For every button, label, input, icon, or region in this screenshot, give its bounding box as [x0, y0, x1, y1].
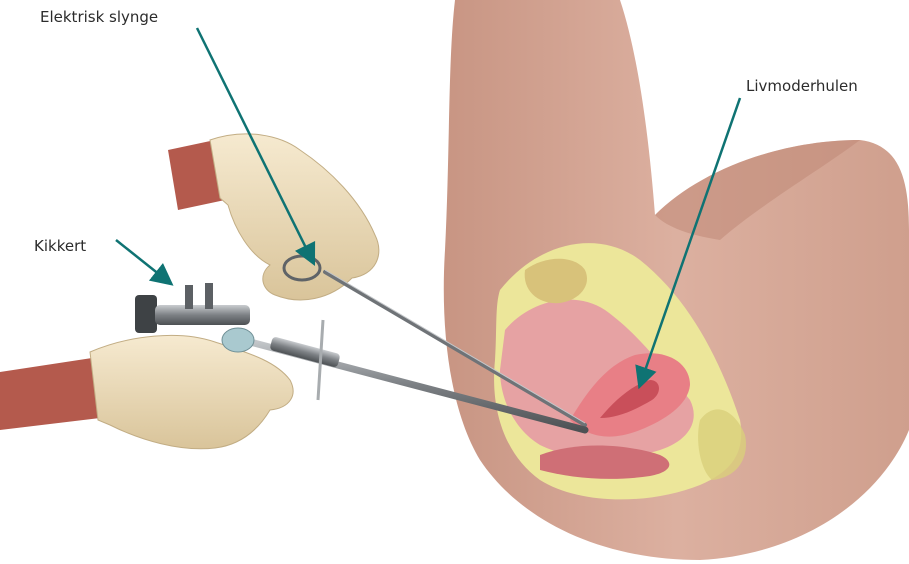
lower-sleeve: [0, 358, 100, 430]
label-uterine-cavity: Livmoderhulen: [746, 77, 858, 95]
lower-arm: [0, 335, 293, 448]
scope-body: [155, 305, 250, 325]
scope-leader: [116, 240, 170, 283]
scope-port-1: [185, 285, 193, 309]
scope-port-2: [205, 283, 213, 309]
label-scope: Kikkert: [34, 237, 86, 255]
label-electric-snare: Elektrisk slynge: [40, 8, 158, 26]
scope-eyepiece: [135, 295, 157, 333]
upper-glove: [210, 134, 379, 300]
scope-sheath: [269, 336, 340, 368]
upper-arm: [168, 134, 379, 300]
lower-glove: [90, 335, 293, 448]
scope-valve: [222, 328, 254, 352]
